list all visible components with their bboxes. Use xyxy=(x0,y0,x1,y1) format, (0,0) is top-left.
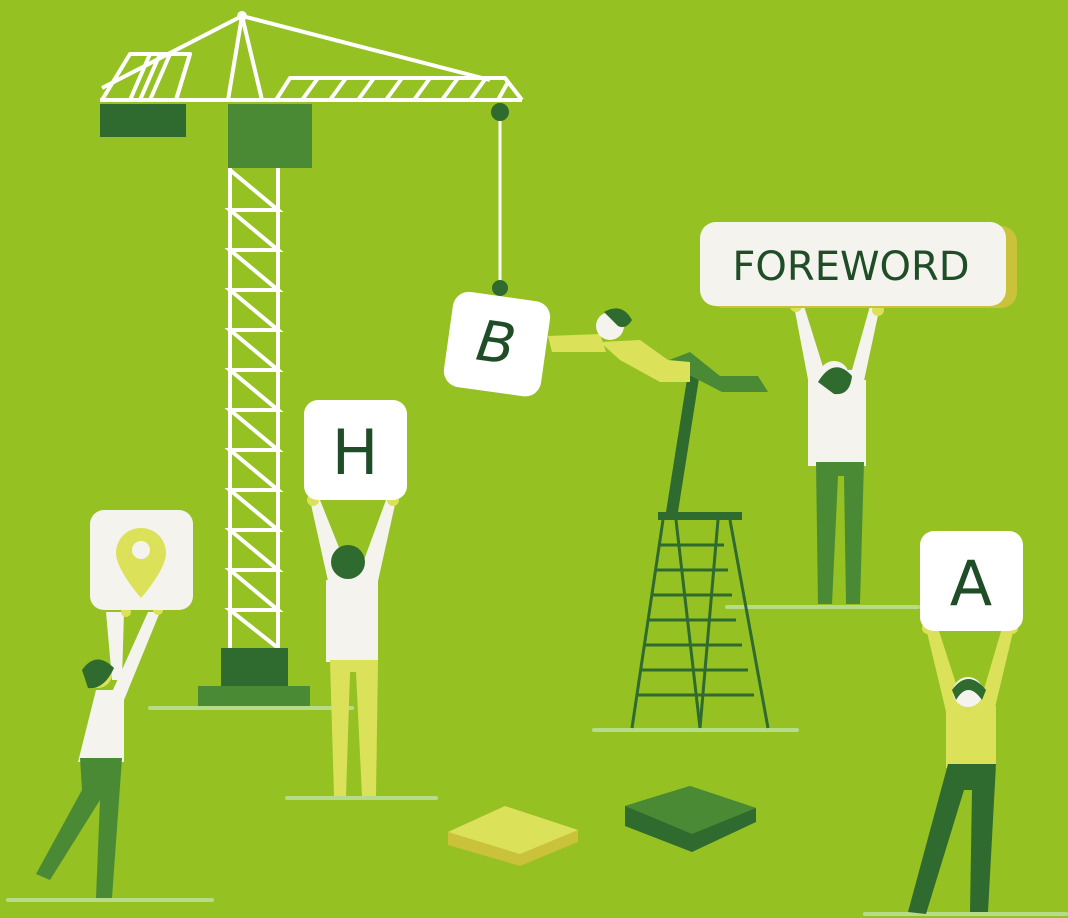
yellow-block xyxy=(448,806,578,866)
person-on-ladder xyxy=(548,308,768,512)
sign-foreword: FOREWORD xyxy=(700,222,1017,308)
green-block xyxy=(625,786,756,852)
sign-letter-h-text: H xyxy=(332,416,379,489)
person-holding-h xyxy=(307,494,399,796)
sign-letter-b-text: B xyxy=(473,309,520,379)
person-holding-foreword xyxy=(790,300,884,604)
sign-letter-a-text: A xyxy=(950,547,992,620)
person-holding-a xyxy=(908,622,1018,914)
location-pin-icon xyxy=(116,528,166,598)
sign-foreword-text: FOREWORD xyxy=(732,244,969,290)
sign-letter-a: A xyxy=(920,531,1023,631)
sign-location-pin xyxy=(90,510,193,610)
ladder xyxy=(630,512,770,729)
sign-letter-h: H xyxy=(304,400,407,500)
ground-lines xyxy=(6,605,1068,916)
sign-letter-b: B xyxy=(443,291,551,397)
crane xyxy=(100,11,524,706)
